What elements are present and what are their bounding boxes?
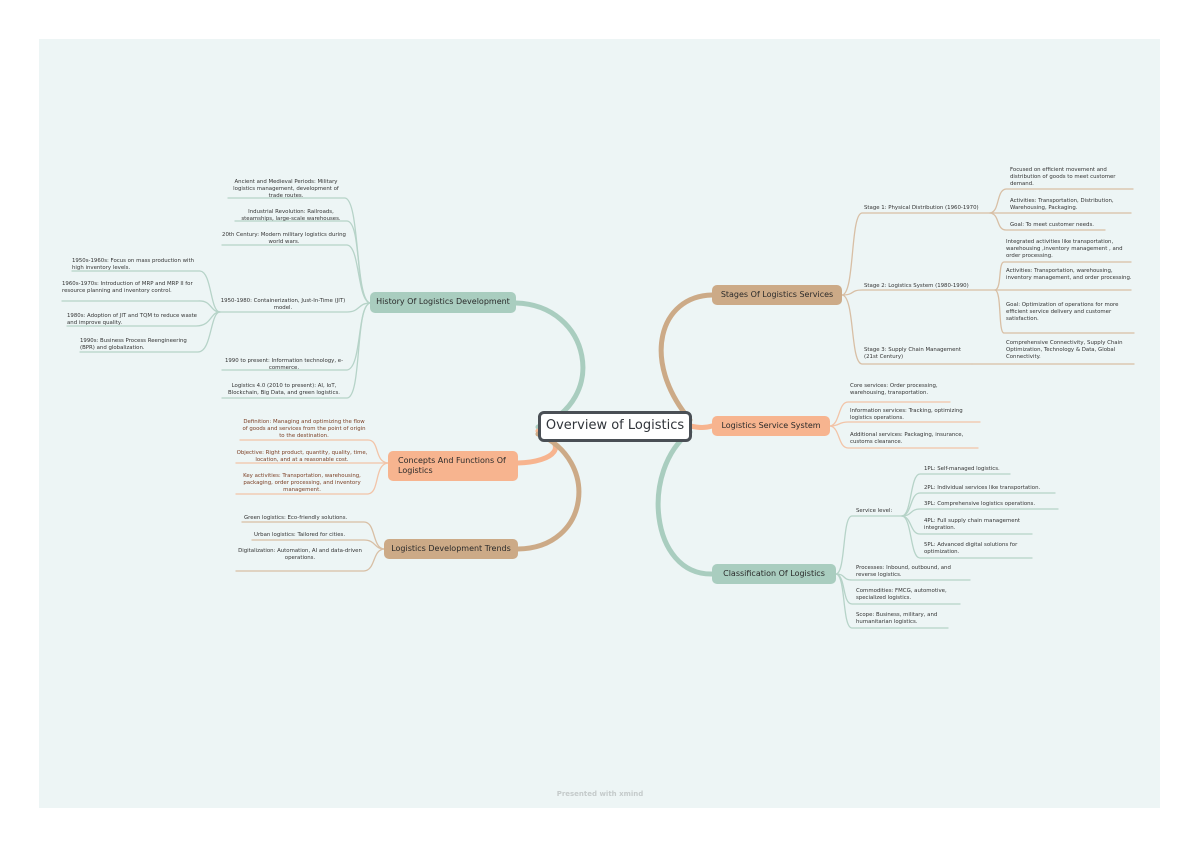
footer-watermark: Presented with xmind bbox=[556, 790, 644, 798]
central-topic[interactable]: Overview of Logistics bbox=[538, 411, 692, 442]
stage-1-item[interactable]: Focused on efficient movement and distri… bbox=[1010, 167, 1116, 188]
branch-trends[interactable]: Logistics Development Trends bbox=[384, 539, 518, 559]
branch-concepts-label: Concepts And Functions Of Logistics bbox=[398, 455, 506, 475]
service-level-item[interactable]: 5PL: Advanced digital solutions for opti… bbox=[924, 542, 1018, 556]
service-level[interactable]: Service level: bbox=[856, 508, 893, 514]
service-level-item[interactable]: 1PL: Self-managed logistics. bbox=[924, 466, 1000, 472]
history-item[interactable]: 1980s: Adoption of JIT and TQM to reduce… bbox=[67, 313, 198, 327]
service-level-item[interactable]: 4PL: Full supply chain management integr… bbox=[924, 518, 1021, 532]
history-item[interactable]: 1960s-1970s: Introduction of MRP and MRP… bbox=[62, 281, 193, 295]
service-level-item[interactable]: 2PL: Individual services like transporta… bbox=[924, 485, 1041, 491]
branch-stages[interactable]: Stages Of Logistics Services bbox=[712, 285, 842, 305]
classification-item[interactable]: Scope: Business, military, and humanitar… bbox=[856, 612, 938, 626]
stage-2-item[interactable]: Goal: Optimization of operations for mor… bbox=[1006, 302, 1119, 323]
stage-1-item[interactable]: Goal: To meet customer needs. bbox=[1010, 222, 1094, 228]
branch-classification[interactable]: Classification Of Logistics bbox=[712, 564, 836, 584]
service-item[interactable]: Information services: Tracking, optimizi… bbox=[850, 408, 963, 422]
history-item[interactable]: 1950-1980: Containerization, Just-In-Tim… bbox=[220, 298, 346, 312]
branch-trends-label: Logistics Development Trends bbox=[391, 543, 511, 553]
branch-service-label: Logistics Service System bbox=[721, 420, 821, 430]
stage-1[interactable]: Stage 1: Physical Distribution (1960-197… bbox=[864, 205, 979, 211]
branch-service[interactable]: Logistics Service System bbox=[712, 416, 830, 436]
stage-3[interactable]: Stage 3: Supply Chain Management (21st C… bbox=[864, 347, 961, 361]
link-history bbox=[513, 300, 586, 430]
trends-item[interactable]: Urban logistics: Tailored for cities. bbox=[254, 532, 346, 538]
concepts-item[interactable]: Definition: Managing and optimizing the … bbox=[242, 419, 366, 440]
classification-item[interactable]: Processes: Inbound, outbound, and revers… bbox=[856, 565, 951, 579]
concepts-item[interactable]: Key activities: Transportation, warehous… bbox=[243, 473, 361, 494]
stage-2-item[interactable]: Integrated activities like transportatio… bbox=[1006, 239, 1123, 260]
stage-1-item[interactable]: Activities: Transportation, Distribution… bbox=[1010, 198, 1114, 212]
branch-stages-label: Stages Of Logistics Services bbox=[720, 289, 834, 299]
branch-concepts[interactable]: Concepts And Functions Of Logistics bbox=[388, 451, 518, 481]
stage-2-item[interactable]: Activities: Transportation, warehousing,… bbox=[1006, 268, 1132, 282]
service-item[interactable]: Core services: Order processing, warehou… bbox=[850, 383, 938, 397]
branch-history[interactable]: History Of Logistics Development bbox=[370, 292, 516, 313]
branch-classification-label: Classification Of Logistics bbox=[723, 568, 825, 578]
branch-history-label: History Of Logistics Development bbox=[376, 297, 510, 307]
history-item[interactable]: Industrial Revolution: Railroads, steams… bbox=[241, 209, 341, 223]
service-level-item[interactable]: 3PL: Comprehensive logistics operations. bbox=[924, 501, 1036, 507]
concepts-item[interactable]: Objective: Right product, quantity, qual… bbox=[236, 450, 368, 464]
stage-3-item[interactable]: Comprehensive Connectivity, Supply Chain… bbox=[1006, 340, 1123, 361]
trends-item[interactable]: Green logistics: Eco-friendly solutions. bbox=[244, 515, 348, 521]
history-item[interactable]: Ancient and Medieval Periods: Military l… bbox=[233, 179, 339, 200]
history-item[interactable]: 1950s-1960s: Focus on mass production wi… bbox=[72, 258, 195, 272]
history-item[interactable]: 1990s: Business Process Reengineering (B… bbox=[80, 338, 187, 352]
stage-2[interactable]: Stage 2: Logistics System (1980-1990) bbox=[864, 283, 969, 289]
classification-item[interactable]: Commodities: FMCG, automotive, specializ… bbox=[856, 588, 947, 602]
link-classification bbox=[655, 429, 715, 577]
service-item[interactable]: Additional services: Packaging, insuranc… bbox=[850, 432, 964, 446]
history-item[interactable]: Logistics 4.0 (2010 to present): AI, IoT… bbox=[228, 383, 340, 397]
history-item[interactable]: 1990 to present: Information technology,… bbox=[224, 358, 344, 372]
history-item[interactable]: 20th Century: Modern military logistics … bbox=[222, 232, 346, 246]
link-trends bbox=[515, 431, 582, 552]
central-topic-title: Overview of Logistics bbox=[545, 418, 685, 434]
link-stages bbox=[658, 292, 715, 423]
trends-item[interactable]: Digitalization: Automation, AI and data-… bbox=[238, 548, 362, 562]
link-service bbox=[687, 423, 715, 430]
